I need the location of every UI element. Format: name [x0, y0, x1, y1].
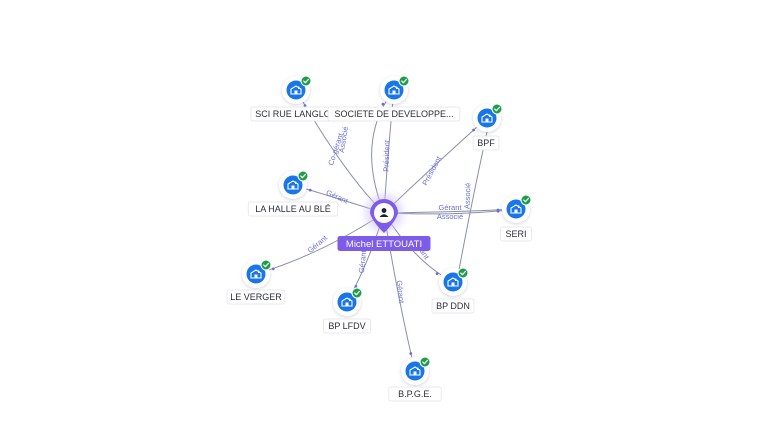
verified-check-icon [457, 267, 469, 279]
relation-arrow-icon [381, 102, 385, 106]
person-label-box [337, 236, 431, 251]
company-label-box [388, 386, 442, 402]
company-node-verger[interactable]: LE VERGER [226, 259, 286, 305]
company-node-bplfdv[interactable]: BP LFDV [323, 287, 371, 334]
company-building-icon [341, 297, 353, 307]
relation-label: Gérant [306, 233, 330, 255]
company-name: BP DDN [436, 301, 470, 311]
company-name: BP LFDV [328, 321, 365, 331]
relation-label: Gérant [439, 203, 463, 212]
company-node-badge [384, 80, 404, 100]
company-name: SERI [505, 229, 526, 239]
company-node-badge [443, 272, 463, 292]
company-building-icon [409, 366, 421, 376]
relation-arrow-icon [496, 209, 500, 213]
company-node-badge [283, 175, 303, 195]
company-label-box [226, 289, 286, 305]
person-node[interactable]: Michel ETTOUATI [337, 194, 431, 251]
company-name: B.P.G.E. [398, 389, 432, 399]
company-building-icon [388, 85, 400, 95]
company-name: SOCIETE DE DEVELOPPE... [334, 109, 453, 119]
company-label-box [247, 201, 339, 217]
relation-label: Président [381, 139, 391, 172]
company-node-badge [405, 361, 425, 381]
company-node-halle[interactable]: LA HALLE AU BLÉ [247, 170, 339, 217]
relation-label: Gérant [395, 280, 406, 305]
company-label-box [323, 318, 371, 334]
company-name: BPF [477, 138, 495, 148]
company-building-icon [250, 269, 262, 279]
company-label-box [472, 135, 500, 151]
relation-label: Associé [437, 212, 463, 221]
secondary-relation-0[interactable]: Associé [458, 131, 488, 271]
relation-arrow-icon [472, 128, 475, 132]
company-name: LE VERGER [230, 292, 282, 302]
verified-check-icon [351, 287, 363, 299]
company-node-soc[interactable]: SOCIETE DE DEVELOPPE... [327, 75, 461, 122]
relation-arrow-icon [303, 104, 307, 107]
verified-check-icon [491, 103, 503, 115]
verified-check-icon [297, 170, 309, 182]
company-building-icon [290, 85, 302, 95]
relation-label: Associé [463, 183, 473, 210]
company-node-badge [286, 80, 306, 100]
company-building-icon [287, 180, 299, 190]
relation-label: Associé [337, 126, 350, 153]
relation-arrow-icon [271, 267, 275, 271]
company-name: SCI RUE LANGLO [255, 109, 331, 119]
company-node-bpge[interactable]: B.P.G.E. [388, 356, 442, 402]
verified-check-icon [260, 259, 272, 271]
company-label-box [431, 298, 475, 314]
company-label-box [327, 106, 461, 122]
company-building-icon [510, 204, 522, 214]
person-name: Michel ETTOUATI [346, 239, 422, 250]
company-node-badge [337, 292, 357, 312]
verified-check-icon [419, 356, 431, 368]
company-node-badge [506, 199, 526, 219]
relation-arrow-icon [409, 352, 413, 355]
person-pin-inner [374, 203, 394, 223]
relation-arrow-icon [354, 284, 358, 288]
relation-arrow-icon [435, 272, 439, 276]
company-node-badge [477, 108, 497, 128]
company-node-sci[interactable]: SCI RUE LANGLO [250, 75, 336, 122]
company-name: LA HALLE AU BLÉ [255, 204, 331, 214]
company-node-badge [246, 264, 266, 284]
center-layer: Michel ETTOUATI [337, 194, 431, 251]
company-node-bpddn[interactable]: BP DDN [431, 267, 475, 314]
company-node-seri[interactable]: SERI [499, 194, 532, 242]
company-node-bpf[interactable]: BPF [472, 103, 503, 151]
relation-arrow-icon [308, 188, 312, 192]
company-building-icon [447, 277, 459, 287]
verified-check-icon [520, 194, 532, 206]
verified-check-icon [398, 75, 410, 87]
company-label-box [499, 226, 532, 242]
verified-check-icon [300, 75, 312, 87]
relation-label: Président [420, 154, 443, 187]
relation-label: Gérant [357, 249, 368, 274]
person-icon [379, 208, 389, 217]
relation-bpge-10[interactable]: Gérant [383, 212, 416, 372]
company-building-icon [481, 113, 493, 123]
